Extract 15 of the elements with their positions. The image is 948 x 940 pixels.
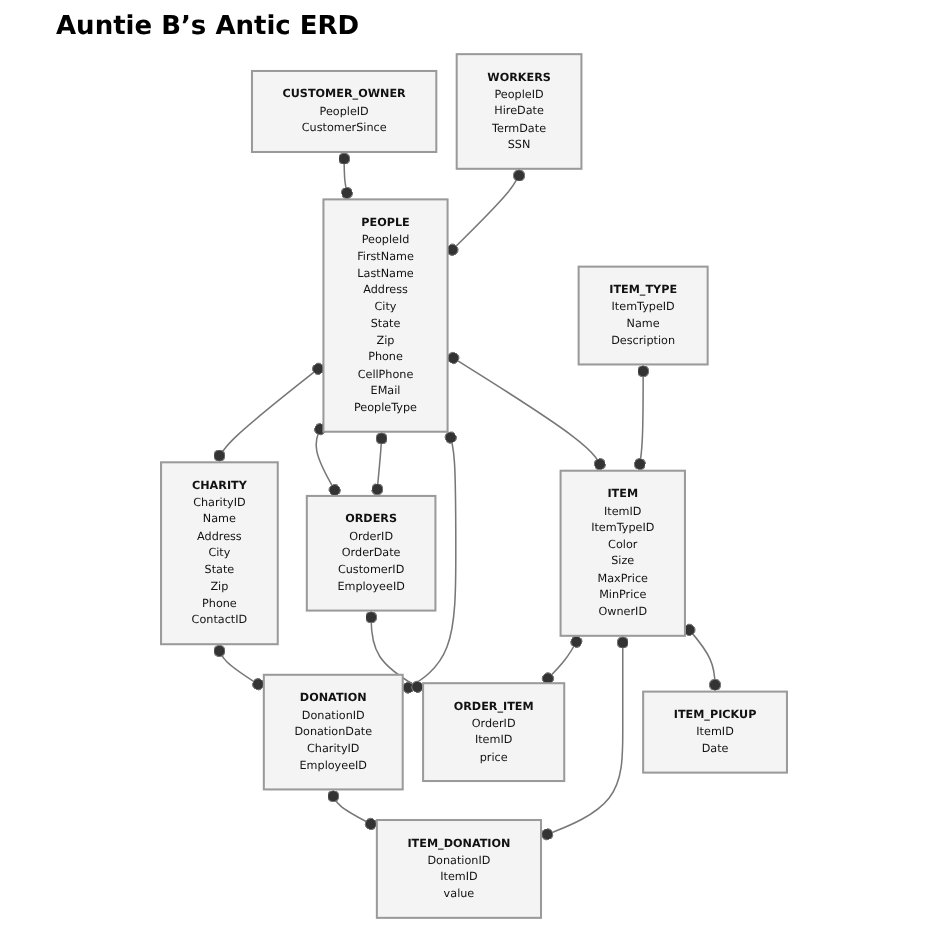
connector (401, 430, 457, 694)
connector (633, 363, 650, 472)
connector (683, 623, 722, 693)
connector (541, 635, 583, 685)
connector (446, 168, 526, 256)
connector (540, 635, 629, 841)
connector (337, 151, 354, 201)
diagram-title: Auntie B’s Antic ERD (56, 12, 362, 42)
connector (364, 609, 424, 694)
connector (446, 351, 606, 472)
connector (213, 643, 265, 691)
connector (213, 362, 325, 464)
connector (313, 422, 341, 497)
connector (327, 788, 378, 831)
connector (371, 430, 388, 497)
